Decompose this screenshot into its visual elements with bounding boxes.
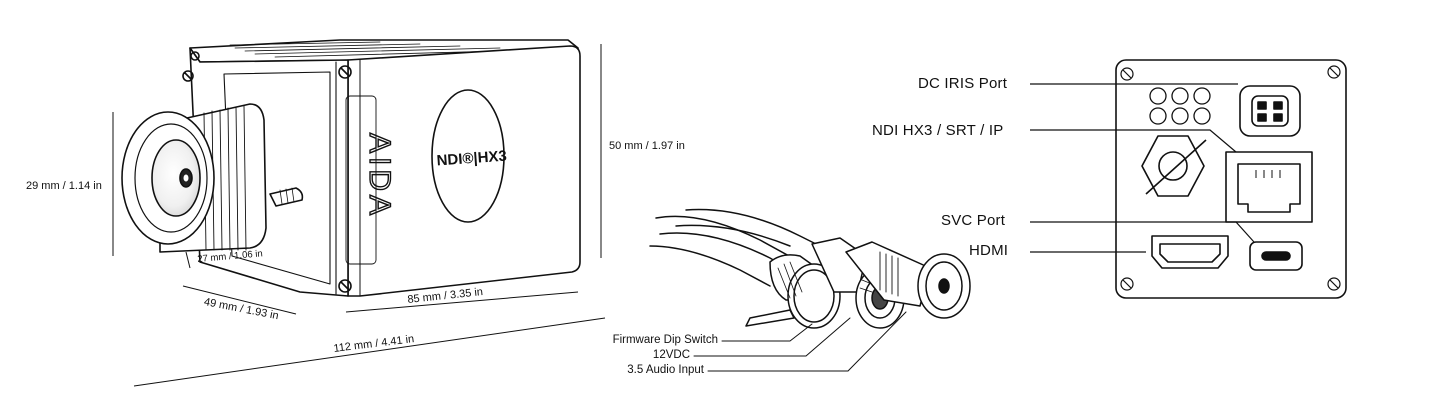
port-leader-lines [1030, 83, 1255, 253]
rear-panel-illustration [1115, 59, 1347, 299]
dimension-lines [112, 44, 606, 387]
dim-height-lens: 29 mm / 1.14 in [26, 180, 102, 192]
camera-badge: NDI®|HX3 [436, 148, 507, 170]
cable-label-audio: 3.5 Audio Input [627, 364, 704, 376]
cable-label-12vdc: 12VDC [652, 349, 690, 361]
cable-bundle-illustration [649, 208, 971, 372]
port-label-svc: SVC Port [941, 212, 1006, 229]
port-label-hdmi: HDMI [969, 242, 1009, 259]
camera-illustration [121, 39, 581, 297]
port-label-dc-iris: DC IRIS Port [918, 75, 1008, 92]
camera-brand: AIDA [363, 133, 396, 219]
cable-label-dip-switch: Firmware Dip Switch [612, 334, 718, 346]
dim-height-total: 50 mm / 1.97 in [609, 140, 685, 152]
port-label-ethernet: NDI HX3 / SRT / IP [872, 122, 1004, 139]
